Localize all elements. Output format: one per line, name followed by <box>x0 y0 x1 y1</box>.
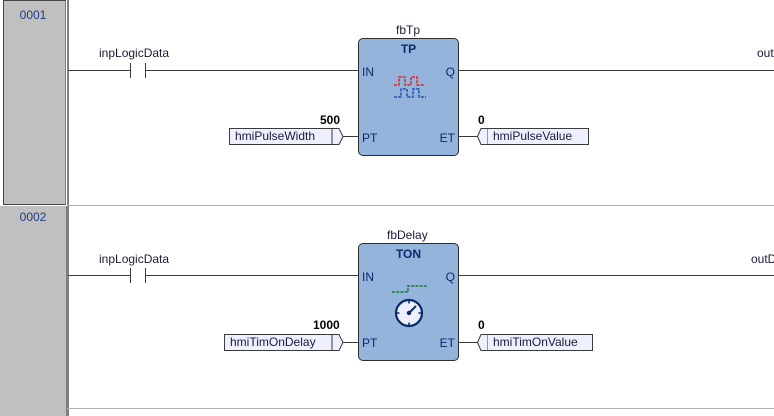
pulse-timer-icon <box>394 76 426 98</box>
function-block-tp[interactable]: TP IN Q PT ET <box>358 38 459 156</box>
rung-separator <box>67 408 774 409</box>
contact-left-bar <box>130 63 131 78</box>
rung-number-2: 0002 <box>19 210 47 224</box>
pin-et: ET <box>439 131 455 145</box>
rung-separator <box>67 205 774 206</box>
input-arrow <box>331 128 344 145</box>
output-coil-label[interactable]: out <box>757 46 774 60</box>
pin-pt: PT <box>362 131 378 145</box>
et-output-variable[interactable]: hmiPulseValue <box>488 128 589 145</box>
pin-q: Q <box>445 270 455 284</box>
wire-segment <box>68 70 130 71</box>
pin-in: IN <box>362 65 374 79</box>
pt-input-variable[interactable]: hmiTimOnDelay <box>224 334 333 351</box>
wire-segment <box>343 342 358 343</box>
pin-et: ET <box>439 336 455 350</box>
function-block-ton[interactable]: TON IN Q PT ET <box>358 243 459 361</box>
wire-segment <box>146 70 358 71</box>
fb-instance-name[interactable]: fbTp <box>396 23 421 37</box>
pin-in: IN <box>362 270 374 284</box>
rung-gutter-2[interactable] <box>0 206 67 416</box>
pin-pt: PT <box>362 336 378 350</box>
wire-segment <box>459 136 478 137</box>
pt-live-value: 500 <box>320 113 341 127</box>
delay-timer-icon <box>392 285 428 328</box>
wire-segment <box>459 342 478 343</box>
fb-instance-name[interactable]: fbDelay <box>387 228 428 242</box>
et-live-value: 0 <box>478 113 485 127</box>
contact-left-bar <box>130 268 131 283</box>
wire-segment <box>68 275 130 276</box>
pt-live-value: 1000 <box>313 318 340 332</box>
contact-label[interactable]: inpLogicData <box>99 252 170 266</box>
rung-gutter-1[interactable] <box>3 0 66 205</box>
et-output-variable[interactable]: hmiTimOnValue <box>488 334 593 351</box>
pt-input-variable[interactable]: hmiPulseWidth <box>229 128 333 145</box>
rung-number-1: 0001 <box>19 8 47 22</box>
input-arrow <box>331 334 344 351</box>
left-power-rail <box>67 0 69 416</box>
contact-right-bar <box>145 268 146 283</box>
pin-q: Q <box>445 65 455 79</box>
wire-segment <box>459 275 774 276</box>
contact-label[interactable]: inpLogicData <box>99 46 170 60</box>
wire-segment <box>146 275 358 276</box>
wire-segment <box>459 70 774 71</box>
fb-type-label: TP <box>400 42 417 56</box>
contact-right-bar <box>145 63 146 78</box>
et-live-value: 0 <box>478 318 485 332</box>
output-coil-label[interactable]: outD <box>751 252 774 266</box>
wire-segment <box>343 136 358 137</box>
fb-type-label: TON <box>395 247 422 261</box>
